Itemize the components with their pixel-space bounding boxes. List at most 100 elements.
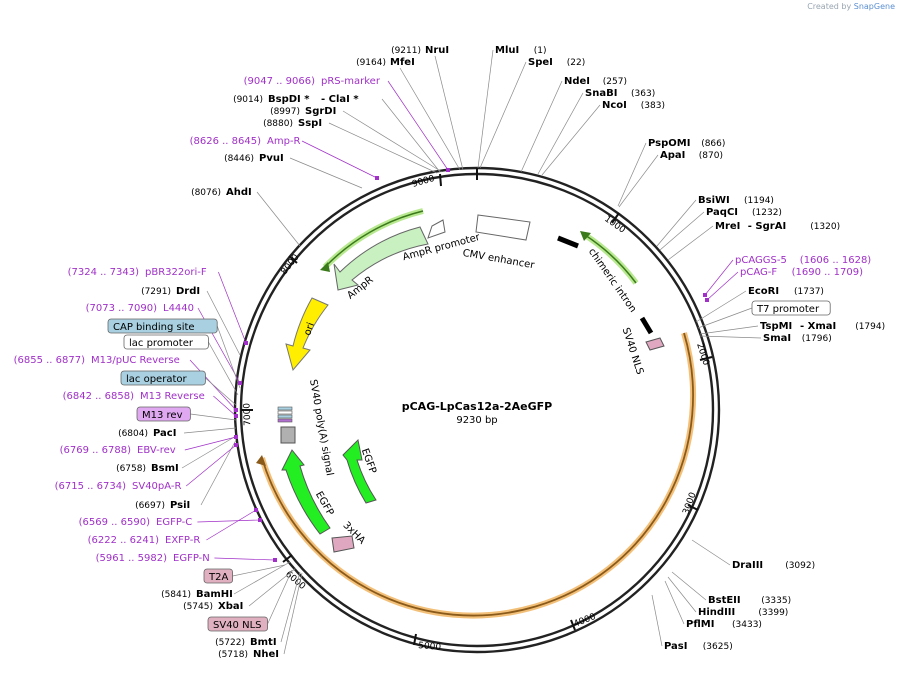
primer-name: pCAGGS-5 — [735, 255, 787, 266]
credit-prefix: Created by — [807, 2, 852, 11]
feature-ampr — [333, 226, 429, 291]
cas12a-arrowhead — [256, 455, 266, 466]
primer-name: Amp-R — [267, 136, 301, 147]
primer-marker — [234, 408, 238, 412]
leader-line — [659, 211, 705, 251]
leader-line — [434, 55, 464, 171]
enzyme-position: (8880) — [263, 119, 293, 129]
leader-line — [289, 157, 363, 189]
enzyme-name: PvuI — [259, 153, 284, 164]
enzyme-position: (866) — [701, 139, 725, 149]
label-box — [207, 616, 268, 632]
enzyme-name: BsiWI — [698, 195, 730, 206]
primer-name: M13/pUC Reverse — [91, 355, 180, 366]
enzyme-position: (3433) — [732, 620, 762, 630]
leader-line — [213, 395, 237, 417]
tick-7000: 7000 — [242, 402, 253, 426]
leader-line — [184, 436, 237, 451]
label-box-text: CAP binding site — [113, 322, 195, 333]
enzyme-position: (9014) — [233, 95, 263, 105]
enzyme-name: NdeI — [564, 76, 590, 87]
primer-range: (6715 .. 6734) — [55, 481, 127, 492]
label-box-text: lac operator — [126, 374, 187, 385]
enzyme-position: (3399) — [758, 608, 788, 618]
enzyme-name: BsmI — [151, 463, 179, 474]
enzyme-name: EcoRI — [748, 286, 779, 297]
label-box — [123, 334, 209, 350]
leader-line — [695, 290, 747, 323]
leader-line — [206, 509, 257, 541]
leader-line — [342, 110, 443, 173]
leader-line — [206, 290, 241, 356]
green-arc-right — [584, 234, 637, 284]
leader-line — [651, 594, 663, 647]
leader-line — [387, 80, 449, 171]
leader-line — [301, 140, 378, 179]
primer-marker — [705, 298, 709, 302]
enzyme-name-secondary: - SgrAI — [748, 221, 786, 232]
primer-marker — [446, 168, 450, 172]
enzyme-name: DraIII — [732, 560, 763, 571]
green-arc-left — [324, 210, 424, 268]
feature-ampr-promoter — [427, 219, 446, 239]
enzyme-position: (5718) — [218, 650, 248, 660]
feature-label-sv40-nls-right: SV40 NLS — [620, 326, 645, 376]
enzyme-name: NruI — [425, 45, 449, 56]
leader-line — [399, 67, 461, 171]
enzyme-position: (383) — [641, 101, 665, 111]
enzyme-name: TspMI — [760, 321, 792, 332]
enzyme-position: (257) — [603, 77, 627, 87]
enzyme-position: (1232) — [752, 208, 782, 218]
leader-line — [664, 580, 685, 625]
enzyme-position: (1794) — [855, 322, 885, 332]
leader-line — [248, 567, 297, 607]
label-box-text: T2A — [208, 572, 228, 583]
enzyme-name: PflMI — [686, 619, 714, 630]
leader-line — [618, 154, 659, 208]
enzyme-name: PaqCI — [706, 207, 738, 218]
leader-line — [667, 576, 697, 613]
primer-range: (1606 .. 1628) — [800, 255, 872, 266]
label-box-text: T7 promoter — [756, 304, 820, 315]
feature-label-sv40-polya: SV40 poly(A) signal — [307, 379, 335, 477]
enzyme-name: BmtI — [250, 637, 277, 648]
map-labels: (9211)NruI(9164)MfeIMluI(1)SpeI(22)NdeI(… — [14, 45, 886, 660]
leader-line — [280, 571, 301, 643]
label-box-text: M13 rev — [142, 410, 183, 421]
enzyme-position: (9211) — [391, 46, 421, 56]
label-box-text: SV40 NLS — [213, 620, 262, 631]
primer-range: (6855 .. 6877) — [14, 355, 86, 366]
plasmid-name: pCAG-LpCas12a-2AeGFP — [402, 400, 553, 413]
primer-name: EXFP-R — [165, 535, 200, 546]
leader-line — [218, 271, 247, 344]
primer-name: L4440 — [163, 303, 194, 314]
enzyme-position: (1737) — [794, 287, 824, 297]
feature-sv40-nls-right — [645, 337, 665, 351]
feature-label-ori: ori — [302, 321, 317, 337]
enzyme-position: (8997) — [270, 107, 300, 117]
primer-marker — [375, 176, 379, 180]
feature-sv40-polya — [280, 426, 296, 444]
leader-line — [256, 191, 301, 247]
green-arc-left-head — [320, 262, 330, 272]
enzyme-position: (7291) — [141, 287, 171, 297]
enzyme-position: (870) — [699, 151, 723, 161]
primer-marker — [703, 293, 707, 297]
feature-egfp-outer — [281, 449, 331, 535]
label-box-text: lac promoter — [129, 338, 194, 349]
enzyme-position: (363) — [631, 89, 655, 99]
feature-ori — [285, 297, 329, 372]
leader-line — [190, 413, 237, 421]
primer-name: EGFP-N — [173, 553, 210, 564]
label-box — [136, 406, 191, 422]
leader-line — [617, 142, 647, 207]
leader-line — [656, 199, 697, 247]
lac-region-block — [277, 414, 293, 419]
leader-line — [197, 519, 261, 523]
primer-name: pCAG-F — [740, 267, 777, 278]
enzyme-position: (8446) — [224, 154, 254, 164]
feature-egfp-inner — [342, 438, 377, 504]
enzyme-position: (5722) — [215, 638, 245, 648]
leader-line — [704, 259, 734, 296]
enzyme-position: (1320) — [810, 222, 840, 232]
